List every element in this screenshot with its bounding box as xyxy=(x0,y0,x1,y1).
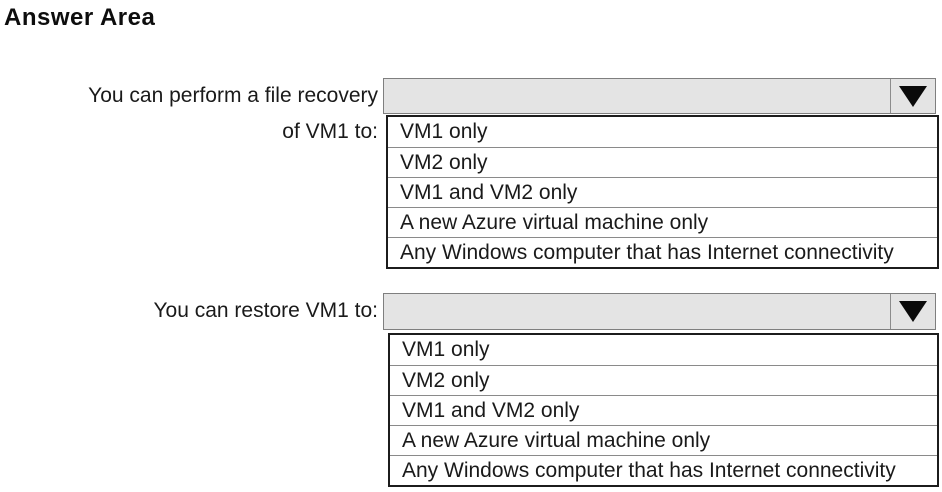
dropdown-arrow-icon xyxy=(899,301,927,322)
q2-option-vm1-and-vm2-only[interactable]: VM1 and VM2 only xyxy=(390,395,937,425)
question-2-dropdown-value[interactable] xyxy=(384,294,889,329)
question-2-dropdown-arrow-button[interactable] xyxy=(890,294,935,329)
question-1-label-line-2: of VM1 to: xyxy=(282,120,378,143)
q1-option-new-azure-vm-only[interactable]: A new Azure virtual machine only xyxy=(388,207,937,237)
q1-option-vm2-only[interactable]: VM2 only xyxy=(388,147,937,177)
answer-area-title: Answer Area xyxy=(4,4,156,31)
question-1-options-list: VM1 only VM2 only VM1 and VM2 only A new… xyxy=(386,115,939,269)
q2-option-any-windows-computer[interactable]: Any Windows computer that has Internet c… xyxy=(390,455,937,485)
question-2-options-list: VM1 only VM2 only VM1 and VM2 only A new… xyxy=(388,333,939,487)
question-2-label: You can restore VM1 to: xyxy=(0,293,378,329)
q2-option-vm2-only[interactable]: VM2 only xyxy=(390,365,937,395)
question-1-dropdown-value[interactable] xyxy=(384,79,889,113)
question-2-dropdown[interactable] xyxy=(383,293,936,330)
question-1-label-line-1: You can perform a file recovery xyxy=(88,84,378,107)
q1-option-any-windows-computer[interactable]: Any Windows computer that has Internet c… xyxy=(388,237,937,267)
q2-option-new-azure-vm-only[interactable]: A new Azure virtual machine only xyxy=(390,425,937,455)
q2-option-vm1-only[interactable]: VM1 only xyxy=(390,335,937,365)
question-1-dropdown-arrow-button[interactable] xyxy=(890,79,935,113)
q1-option-vm1-and-vm2-only[interactable]: VM1 and VM2 only xyxy=(388,177,937,207)
question-1-label: You can perform a file recovery of VM1 t… xyxy=(0,78,378,150)
q1-option-vm1-only[interactable]: VM1 only xyxy=(388,117,937,147)
question-2-label-line-1: You can restore VM1 to: xyxy=(153,299,378,322)
question-1-dropdown[interactable] xyxy=(383,78,936,114)
dropdown-arrow-icon xyxy=(899,85,927,107)
